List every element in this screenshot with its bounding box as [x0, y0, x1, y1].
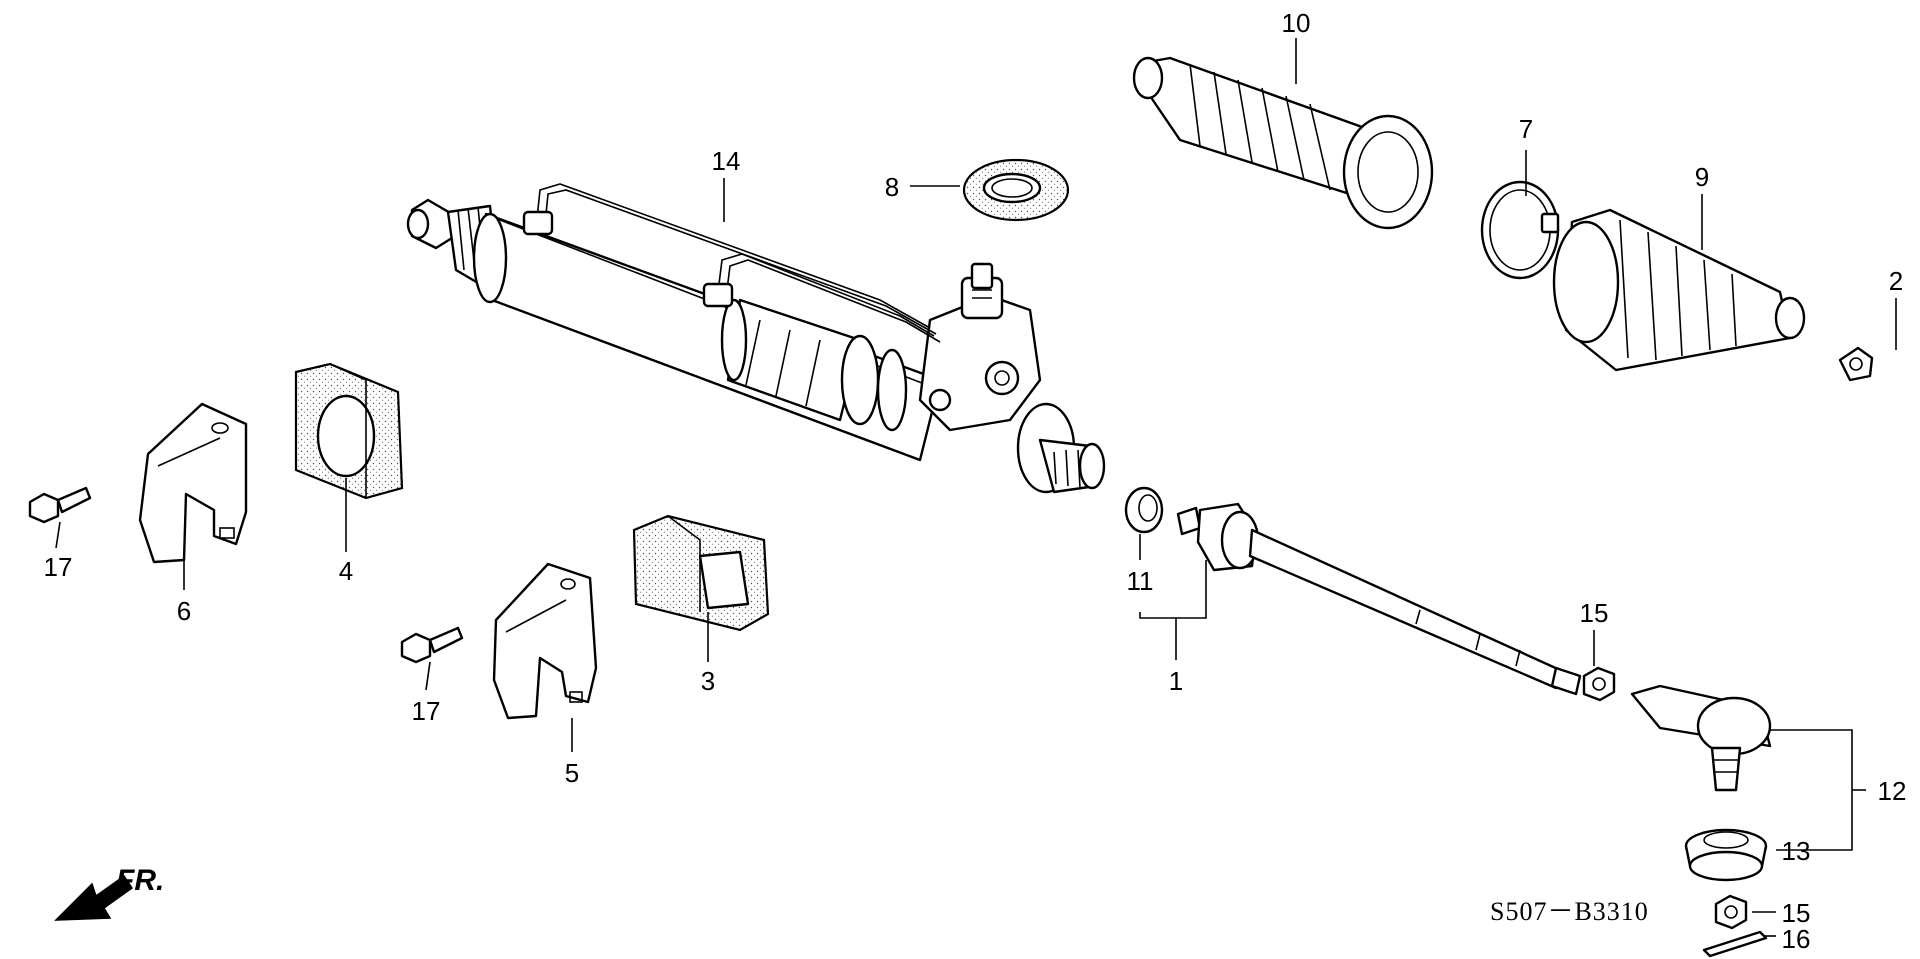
callout-13: 13: [1782, 836, 1811, 866]
callout-6: 6: [177, 596, 191, 626]
castle-nut-15b: [1714, 894, 1748, 930]
front-arrow-icon: [54, 874, 134, 921]
callout-5: 5: [565, 758, 579, 788]
bolt-17a: [28, 486, 92, 524]
callout-7: 7: [1519, 114, 1533, 144]
callout-16: 16: [1782, 924, 1811, 954]
tie-rod-1: [1176, 502, 1582, 696]
leader-lines: [55, 38, 1897, 937]
steering-boot-10: [1132, 56, 1434, 230]
callout-10: 10: [1282, 8, 1311, 38]
mount-bracket-5: [492, 562, 598, 720]
callout-9: 9: [1695, 162, 1709, 192]
callout-14: 14: [712, 146, 741, 176]
mount-cushion-3: [632, 514, 770, 632]
callout-4: 4: [339, 556, 353, 586]
lock-nut-15a: [1582, 666, 1616, 702]
lock-washer-11: [1124, 486, 1164, 534]
steering-boot-9: [1552, 208, 1806, 372]
callout-17b: 17: [412, 696, 441, 726]
callout-17a: 17: [44, 552, 73, 582]
band-clamp-7: [1480, 180, 1560, 280]
callout-labels: 10 7 9 2 8 14 4 6 17 17 5 3 11 1 15 12 1…: [44, 8, 1907, 954]
callout-3: 3: [701, 666, 715, 696]
callout-12: 12: [1878, 776, 1907, 806]
front-label: FR.: [116, 864, 164, 897]
mount-cushion-4: [294, 362, 404, 500]
front-direction-indicator: FR.: [54, 864, 164, 921]
seal-ring-8: [962, 158, 1070, 222]
diagram-code: S507－B3310: [1490, 897, 1649, 926]
callout-15a: 15: [1580, 598, 1609, 628]
dust-seal-13: [1684, 828, 1768, 882]
callout-8: 8: [885, 172, 899, 202]
bolt-17b: [400, 626, 464, 664]
callout-2: 2: [1889, 266, 1903, 296]
callout-11: 11: [1127, 566, 1154, 596]
tie-rod-end-12: [1630, 684, 1772, 792]
callout-1: 1: [1169, 666, 1183, 696]
mount-bracket-6: [138, 402, 248, 564]
steering-rack-housing: [406, 198, 1106, 494]
callout-15b: 15: [1782, 898, 1811, 928]
boot-clip-2: [1838, 346, 1874, 382]
cotter-pin-16: [1702, 930, 1768, 958]
hydraulic-lines: [522, 183, 941, 343]
